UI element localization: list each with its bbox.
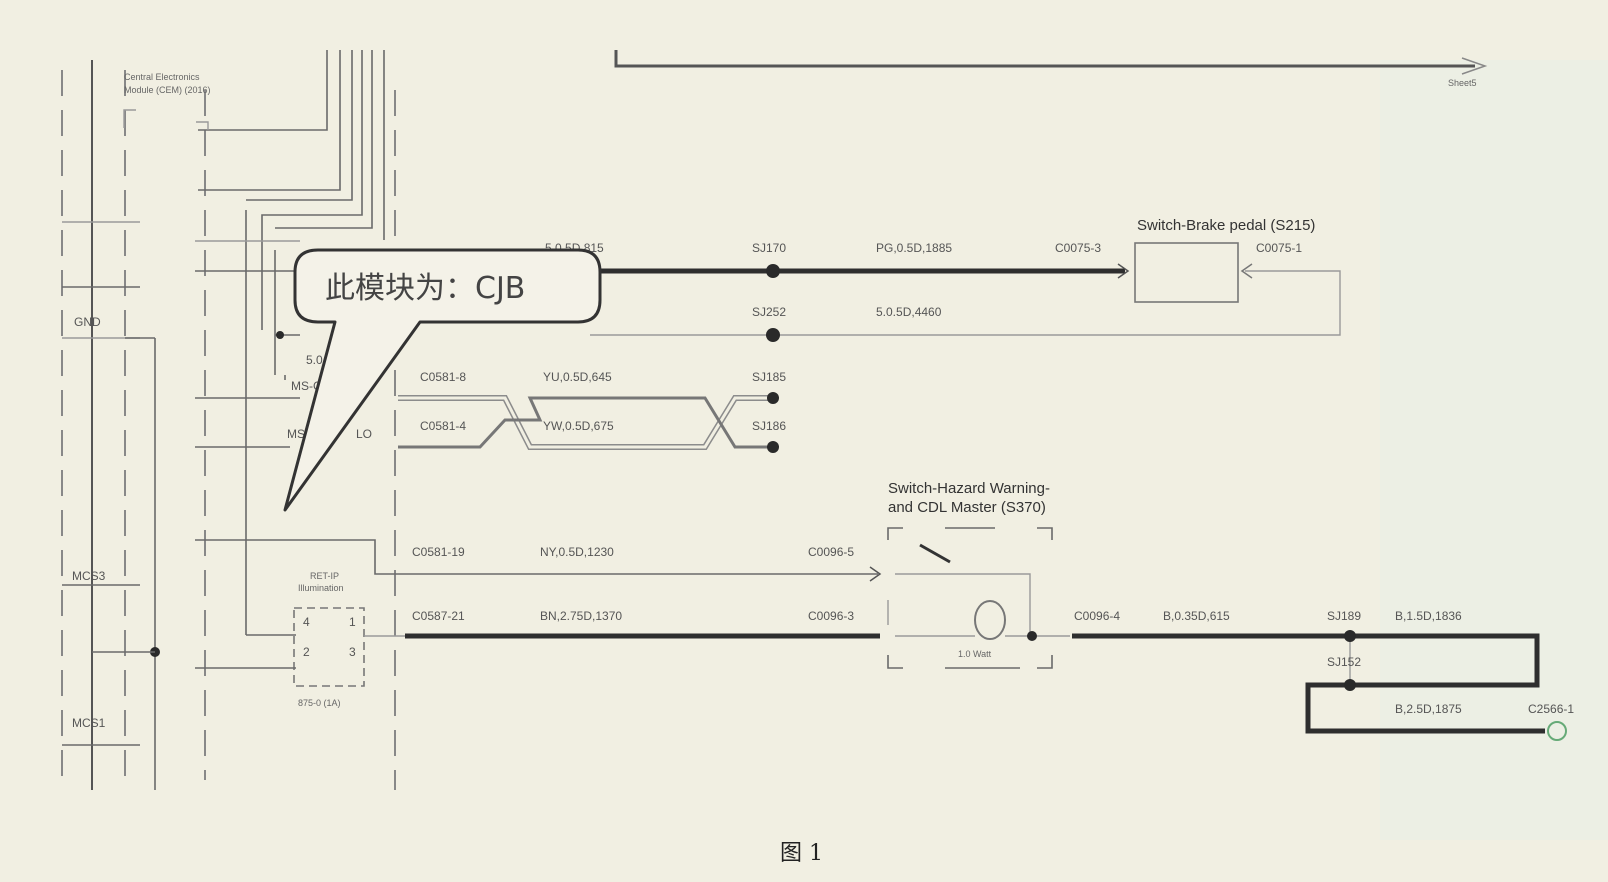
ret-ip-line1: RET-IP <box>310 571 339 581</box>
hazard-switch-line2: and CDL Master (S370) <box>888 499 1046 516</box>
lo-label: LO <box>356 427 372 441</box>
wire-label-w6: BN,2.75D,1370 <box>540 609 622 623</box>
wire-row-5 <box>195 539 878 575</box>
mcs1-label: MCS1 <box>72 716 106 730</box>
row5-arrow <box>869 566 882 582</box>
conn-label-c0581-19: C0581-19 <box>412 545 465 559</box>
ms-lo-label: MS <box>287 427 305 441</box>
splice-label-sj186: SJ186 <box>752 419 786 433</box>
wire-label-w9: B,2.5D,1875 <box>1395 702 1462 716</box>
ret-ip-line2: Illumination <box>298 583 344 593</box>
wire-label-w3: YU,0.5D,645 <box>543 370 612 384</box>
splice-label-sj252: SJ252 <box>752 305 786 319</box>
splice-sj185 <box>767 392 779 404</box>
module-stub <box>196 121 209 130</box>
splice-sj189 <box>1344 630 1356 642</box>
callout-bubble <box>283 248 602 512</box>
brake-switch-label: Switch-Brake pedal (S215) <box>1137 217 1315 234</box>
ground-output-wire <box>1072 633 1545 734</box>
conn-label-c0075-1: C0075-1 <box>1256 241 1302 255</box>
conn-label-c0587-21: C0587-21 <box>412 609 465 623</box>
splice-sj170 <box>766 264 780 278</box>
cable-bundle <box>198 50 385 330</box>
brake-return-wire <box>590 270 1341 336</box>
hazard-switch-block <box>887 527 1070 669</box>
ret-pin-1: 1 <box>349 615 356 629</box>
conn-label-c0075-3: C0075-3 <box>1055 241 1101 255</box>
conn-label-c0096-4: C0096-4 <box>1074 609 1120 623</box>
conn-label-c0096-3: C0096-3 <box>808 609 854 623</box>
splice-label-sj185: SJ185 <box>752 370 786 384</box>
ret-pin-4: 4 <box>303 615 310 629</box>
ret-pin-3: 3 <box>349 645 356 659</box>
sheet-reference-line <box>614 50 1488 75</box>
left-stubs <box>62 221 155 746</box>
splice-sj152 <box>1344 679 1356 691</box>
ms-num-label: 5.0 <box>306 353 323 367</box>
wire-row-1 <box>195 240 1130 279</box>
module-label-line2: Module (CEM) (2016) <box>124 85 211 95</box>
callout-text: 此模块为：CJB <box>325 271 525 306</box>
row2-node <box>276 331 284 339</box>
brake-return-arrow <box>1240 263 1253 279</box>
ret-ip-block <box>195 607 365 687</box>
gnd-label: GND <box>74 315 101 329</box>
ms-can-label: MS-C <box>291 379 322 393</box>
ret-ip-footer: 875-0 (1A) <box>298 698 341 708</box>
wire-label-w2-right: 5.0.5D,4460 <box>876 305 942 319</box>
scan-tint <box>1380 60 1608 840</box>
wire-label-w8: B,1.5D,1836 <box>1395 609 1462 623</box>
mcs3-label: MCS3 <box>72 569 106 583</box>
hazard-switch-line1: Switch-Hazard Warning- <box>888 480 1050 497</box>
conn-label-c2566-1: C2566-1 <box>1528 702 1574 716</box>
wire-label-w7: B,0.35D,615 <box>1163 609 1230 623</box>
hazard-node <box>1027 631 1037 641</box>
wire-label-w1-right: PG,0.5D,1885 <box>876 241 952 255</box>
module-bracket <box>123 109 136 128</box>
ret-pin-2: 2 <box>303 645 310 659</box>
conn-label-c0096-5: C0096-5 <box>808 545 854 559</box>
splice-label-sj170: SJ170 <box>752 241 786 255</box>
module-label-line1: Central Electronics <box>124 72 200 82</box>
conn-label-c0581-4: C0581-4 <box>420 419 466 433</box>
wire-label-w4: YW,0.5D,675 <box>543 419 614 433</box>
ground-terminal <box>1547 721 1567 741</box>
splice-sj186 <box>767 441 779 453</box>
splice-label-sj189: SJ189 <box>1327 609 1361 623</box>
conn-label-c0581-8: C0581-8 <box>420 370 466 384</box>
figure-caption: 图 1 <box>780 841 823 866</box>
sheet-ref-label: Sheet5 <box>1448 78 1477 88</box>
splice-label-sj152: SJ152 <box>1327 655 1361 669</box>
left-bus-lines <box>61 60 396 790</box>
splice-sj252 <box>766 328 780 342</box>
twisted-pair <box>195 395 773 450</box>
wire-label-w5: NY,0.5D,1230 <box>540 545 614 559</box>
brake-switch-box <box>1134 242 1239 303</box>
bulb-label: 1.0 Watt <box>958 649 992 659</box>
